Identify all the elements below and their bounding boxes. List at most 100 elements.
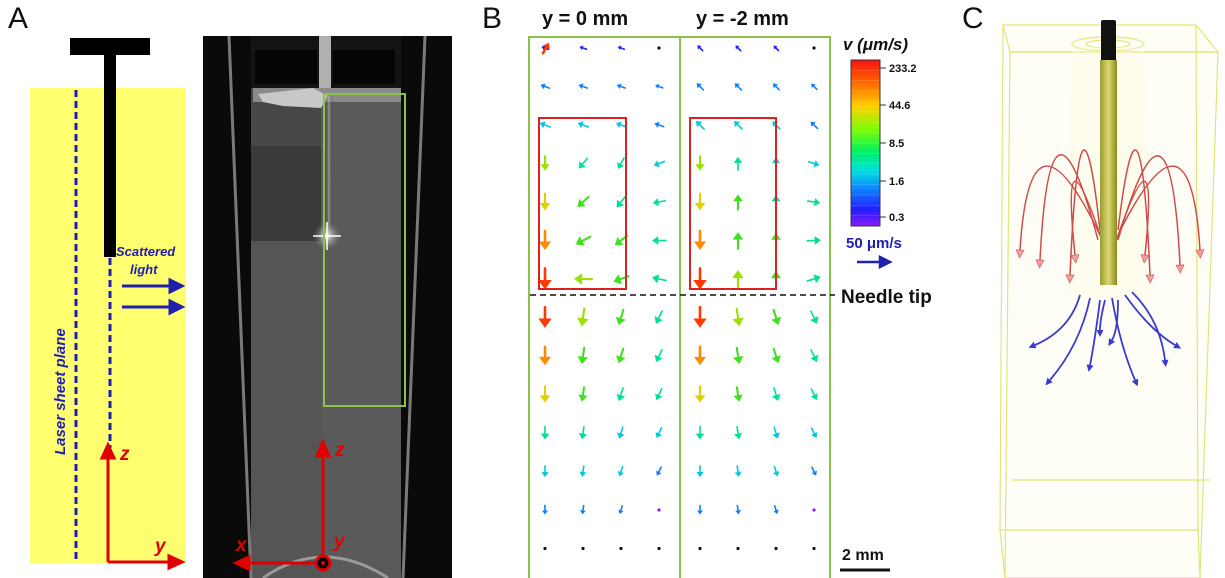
colorbar-tick-label: 8.5 (889, 138, 904, 150)
vector-arrow-shaft (811, 466, 816, 473)
upper-streamline (1070, 180, 1106, 256)
velocity-vectors (538, 42, 821, 551)
vector-arrow-shaft (657, 310, 663, 319)
upper-streamline (1019, 165, 1101, 251)
vector-arrow-head (772, 393, 781, 402)
vector-arrow-shaft (582, 425, 585, 435)
vector-arrow-shaft (581, 346, 586, 358)
panel-b-letter: B (482, 2, 503, 35)
upper-streamline (1112, 180, 1150, 256)
vector-arrow-shaft (541, 46, 548, 55)
lower-streamline (1111, 299, 1119, 341)
vector-arrow-head (734, 121, 741, 128)
vector-arrow-head (653, 160, 660, 168)
lower-streamline (1034, 294, 1081, 346)
vector-arrow-shaft (810, 427, 816, 435)
vector-arrow-head (615, 316, 626, 326)
vector-arrow-head (540, 164, 550, 171)
vector-arrow-head (693, 241, 707, 250)
vector-arrow-head (615, 121, 622, 129)
vector-arrow-head (814, 198, 821, 207)
roi-box-left (538, 117, 627, 290)
vector-arrow-head (539, 121, 546, 129)
scale-label: 2 mm (842, 547, 884, 564)
vector-arrow-head (541, 472, 549, 478)
vector-arrow-head (772, 432, 780, 439)
vector-arrow-head (652, 236, 659, 245)
legend-ref-arrow (857, 254, 893, 270)
vector-arrow-head (735, 45, 740, 50)
vector-dot (812, 46, 816, 50)
panel-c-3d-diagram (999, 20, 1220, 578)
cuvette-photo: z x y (203, 36, 452, 578)
vector-arrow-shaft (620, 465, 624, 473)
vector-arrow-shaft (735, 307, 740, 320)
vector-arrow-head (810, 121, 816, 127)
vector-arrow-head (693, 280, 707, 290)
upper-streamline (1039, 153, 1099, 261)
vector-arrow-head (538, 318, 552, 328)
vector-arrow-head (732, 356, 744, 365)
photo-axis-z-label: z (334, 440, 345, 461)
photo-axis-x-label: x (235, 535, 248, 556)
vector-arrow-head (578, 394, 588, 402)
vector-dot (543, 546, 547, 551)
vector-arrow-head (540, 83, 546, 90)
vector-arrow-head (538, 241, 552, 250)
vector-arrow-head (810, 354, 819, 363)
upper-streamline-head (1195, 249, 1205, 259)
vector-arrow-shaft (735, 386, 740, 397)
vector-arrow-shaft (619, 275, 630, 281)
vector-arrow-head (542, 510, 548, 515)
vector-arrow-head (695, 433, 705, 440)
vector-arrow-shaft (773, 465, 777, 473)
lower-streamline-head (1086, 364, 1094, 372)
upper-streamline-head (1175, 264, 1185, 274)
vector-dot (619, 546, 623, 551)
lower-flow-lines (1028, 291, 1182, 387)
vector-arrow-head (733, 194, 743, 202)
vector-arrow-head (652, 198, 660, 207)
vector-arrow-head (616, 393, 626, 402)
upper-streamline-head (1070, 254, 1080, 264)
photo-axis-z (314, 438, 332, 563)
vector-arrow-shaft (698, 123, 705, 130)
vector-arrow-shaft (736, 465, 739, 473)
vector-arrow-head (617, 162, 625, 169)
vector-arrow-head (617, 432, 625, 439)
colorbar-ticks: 233.244.68.51.60.3 (880, 63, 917, 224)
colorbar-tick-label: 1.6 (889, 176, 904, 188)
vector-arrow-shaft (657, 199, 667, 203)
vector-arrow-shaft (582, 465, 585, 473)
photo-axis-y-label: y (333, 531, 346, 552)
vector-arrow-head (618, 509, 624, 515)
vector-dot (657, 508, 661, 512)
vector-arrow-head (696, 472, 704, 478)
vector-arrow-head (771, 316, 782, 326)
vector-dot (581, 546, 585, 551)
vector-arrow-head (694, 202, 706, 211)
vector-arrow-shaft (810, 349, 816, 358)
vector-arrow-shaft (581, 386, 586, 397)
vector-arrow-head (542, 42, 550, 50)
vector-arrow-head (617, 45, 622, 51)
vector-arrow-head (732, 270, 744, 279)
vector-arrow-head (578, 83, 584, 90)
vector-arrow-shaft (619, 195, 627, 204)
vector-arrow-head (579, 45, 584, 51)
lower-streamline (1049, 297, 1091, 381)
vector-arrow-shaft (543, 85, 551, 89)
lower-streamline-head (1173, 341, 1182, 349)
vector-arrow-shaft (619, 347, 625, 358)
colorbar-tick-label: 44.6 (889, 100, 910, 112)
vector-arrow-head (540, 433, 550, 440)
vector-arrow-shaft (736, 504, 739, 512)
vector-arrow-shaft (657, 349, 663, 358)
vector-arrow-head (694, 395, 706, 403)
vector-arrow-shaft (774, 46, 780, 52)
vector-arrow-head (577, 356, 589, 365)
photo-axis-x (232, 554, 323, 572)
vector-arrow-shaft (657, 85, 664, 89)
vector-dot (736, 546, 740, 551)
vector-arrow-head (811, 431, 818, 438)
